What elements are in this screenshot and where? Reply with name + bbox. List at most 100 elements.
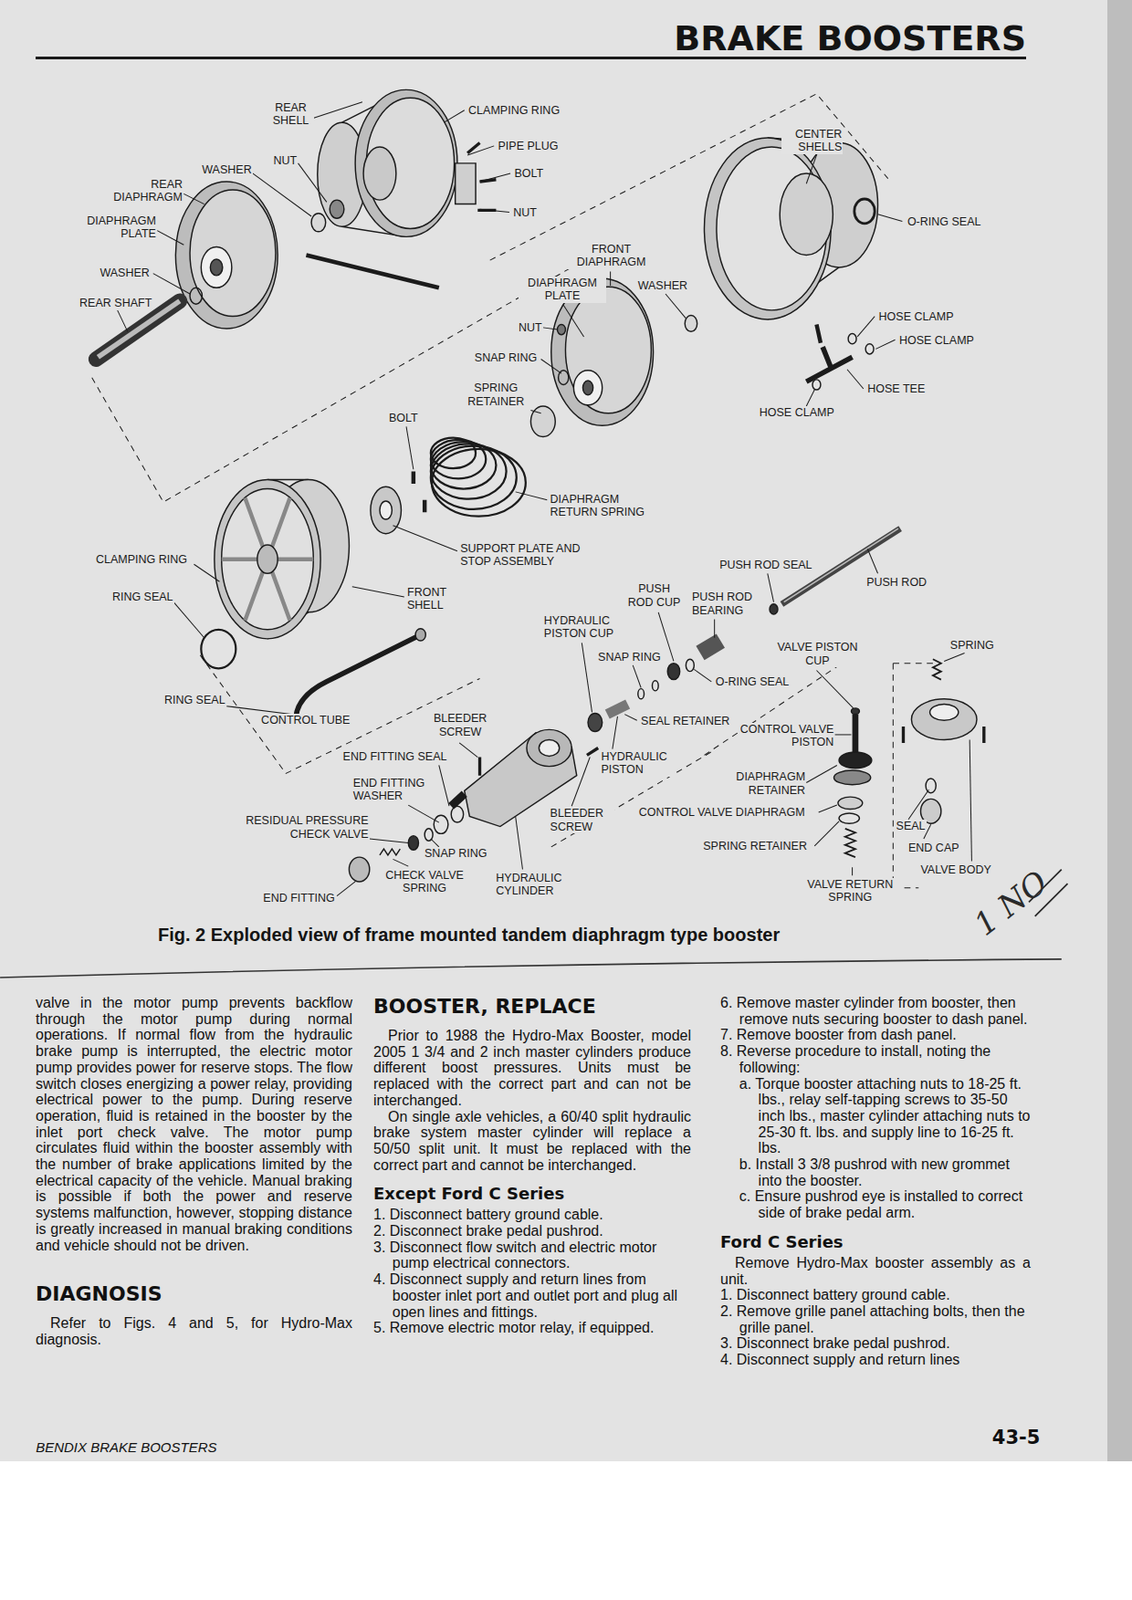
support-plate <box>370 471 425 535</box>
drawing-path <box>480 209 510 212</box>
drawing-ellipse <box>209 259 222 276</box>
drawing-ellipse <box>200 629 236 669</box>
step-text: 8. Reverse procedure to install, noting … <box>720 1043 1031 1076</box>
part-label: HOSE CLAMP <box>878 310 955 324</box>
part-label: SPRING RETAINER <box>702 839 808 853</box>
drawing-path <box>336 881 356 897</box>
drawing-ellipse <box>430 443 507 499</box>
drawing-path <box>902 726 984 744</box>
drawing-ellipse <box>779 173 833 255</box>
drawing-g <box>0 89 1068 978</box>
running-footer: BENDIX BRAKE BOOSTERS <box>35 1439 217 1457</box>
drawing-path <box>878 214 903 222</box>
drawing-ellipse <box>651 681 659 692</box>
drawing-path <box>408 805 440 823</box>
section-heading: BOOSTER, REPLACE <box>373 995 692 1019</box>
drawing-ellipse <box>812 379 821 390</box>
part-label: VALVE RETURN SPRING <box>796 878 904 905</box>
center-shells <box>703 137 878 344</box>
section-heading: Ford C Series <box>720 1232 1031 1253</box>
body-text: Remove Hydro-Max booster assembly as a u… <box>720 1255 1031 1288</box>
body-text: valve in the motor pump prevents backflo… <box>35 995 353 1254</box>
part-label: VALVE BODY <box>919 863 992 877</box>
step-text: 2. Remove grille panel attaching bolts, … <box>720 1303 1031 1336</box>
part-label: VALVE PISTON CUP <box>767 640 868 668</box>
part-label: CLAMPING RING <box>467 104 561 117</box>
section-heading: Except Ford C Series <box>373 1184 692 1205</box>
part-label: DIAPHRAGM RETAINER <box>723 770 807 797</box>
part-label: END FITTING WASHER <box>352 776 429 804</box>
step-text: 4. Disconnect supply and return lines <box>720 1352 1031 1369</box>
part-label: FRONT SHELL <box>406 586 458 613</box>
drawing-ellipse <box>685 659 694 671</box>
part-label: END CAP <box>907 841 961 855</box>
part-label: O-RING SEAL <box>906 215 983 229</box>
drawing-path <box>665 293 686 319</box>
drawing-ellipse <box>433 815 449 834</box>
drawing-ellipse <box>355 89 458 237</box>
part-label: CONTROL VALVE DIAPHRAGM <box>638 806 807 819</box>
drawing-path <box>852 714 860 754</box>
part-label: REAR DIAPHRAGM <box>97 178 184 205</box>
drawing-path <box>609 271 611 286</box>
part-label: BLEEDER SCREW <box>549 807 615 834</box>
drawing-ellipse <box>221 489 315 630</box>
drawing-path <box>477 179 496 211</box>
part-label: SNAP RING <box>473 351 539 365</box>
drawing-ellipse <box>200 247 232 289</box>
part-label: DIAPHRAGM PLATE <box>75 214 158 242</box>
page-marks <box>0 869 1068 979</box>
part-label: CONTROL VALVE PISTON <box>739 723 836 750</box>
part-label: RING SEAL <box>163 693 227 707</box>
drawing-path <box>845 828 856 858</box>
part-label: NUT <box>272 154 299 168</box>
drawing-ellipse <box>833 770 870 786</box>
drawing-path <box>867 548 878 574</box>
drawing-path <box>847 369 864 389</box>
part-label: PIPE PLUG <box>497 139 560 153</box>
step-text: b. Install 3 3/8 pushrod with new gromme… <box>720 1156 1031 1189</box>
drawing-ellipse <box>430 446 517 510</box>
part-label: CONTROL TUBE <box>260 713 351 727</box>
drawing-ellipse <box>838 796 863 809</box>
drawing-path <box>607 703 628 714</box>
part-label: DIAPHRAGM PLATE <box>518 276 607 304</box>
drawing-path <box>543 327 558 330</box>
part-label: WASHER <box>98 266 150 280</box>
drawing-path <box>632 665 641 689</box>
drawing-ellipse <box>415 628 426 641</box>
page-heading: BRAKE BOOSTERS <box>673 18 1027 59</box>
drawing-ellipse <box>189 189 276 317</box>
part-label: BOLT <box>513 167 545 180</box>
drawing-path <box>908 789 929 819</box>
rear-shell <box>305 89 496 288</box>
part-label: END FITTING SEAL <box>342 750 449 764</box>
drawing-ellipse <box>865 344 874 355</box>
drawing-path <box>806 389 815 407</box>
drawing-ellipse <box>573 370 602 406</box>
step-text: 2. Disconnect brake pedal pushrod. <box>373 1223 692 1240</box>
control-valve <box>833 659 984 858</box>
drawing-path <box>814 821 839 847</box>
step-text: c. Ensure pushrod eye is installed to co… <box>720 1188 1031 1221</box>
part-label: RING SEAL <box>111 590 175 604</box>
drawing-path <box>767 573 775 602</box>
drawing-path <box>700 640 721 653</box>
drawing-ellipse <box>214 479 321 639</box>
body-text: Prior to 1988 the Hydro-Max Booster, mod… <box>373 1027 692 1110</box>
drawing-ellipse <box>379 501 392 520</box>
drawing-path <box>455 163 476 205</box>
page-number: 43-5 <box>992 1426 1041 1449</box>
drawing-ellipse <box>587 712 603 732</box>
part-label: HOSE CLAMP <box>758 406 836 420</box>
dashed-guides <box>92 94 938 889</box>
scan-edge <box>1107 0 1132 1462</box>
part-label: HYDRAULIC PISTON CUP <box>543 614 625 641</box>
drawing-ellipse <box>363 146 397 200</box>
part-label: SNAP RING <box>597 650 662 664</box>
drawing-ellipse <box>667 663 680 681</box>
step-text: 3. Disconnect brake pedal pushrod. <box>720 1335 1031 1353</box>
drawing-path <box>173 602 205 639</box>
drawing-path <box>581 642 592 713</box>
